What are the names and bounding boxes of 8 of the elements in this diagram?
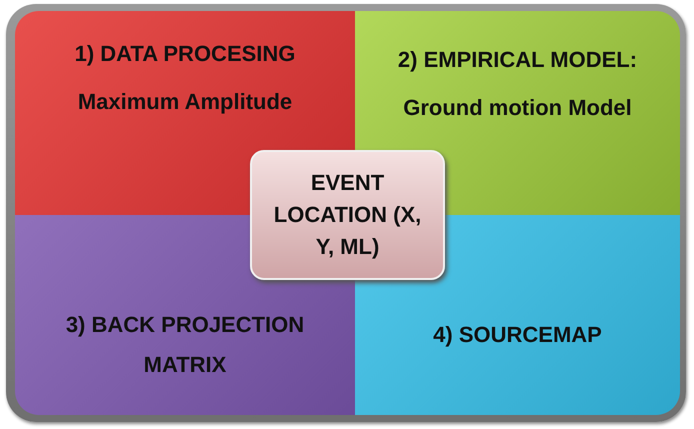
body-text: Ground motion Model — [403, 95, 632, 121]
heading-text: EVENT LOCATION (X, Y, ML) — [272, 169, 422, 261]
heading-text: 1) DATA PROCESING — [74, 41, 296, 67]
heading-text: 3) BACK PROJECTION MATRIX — [64, 311, 306, 379]
center-box — [250, 150, 445, 280]
heading-text: 2) EMPIRICAL MODEL: — [398, 47, 638, 73]
body-text: Maximum Amplitude — [78, 89, 292, 115]
heading-text: 4) SOURCEMAP — [433, 322, 602, 348]
